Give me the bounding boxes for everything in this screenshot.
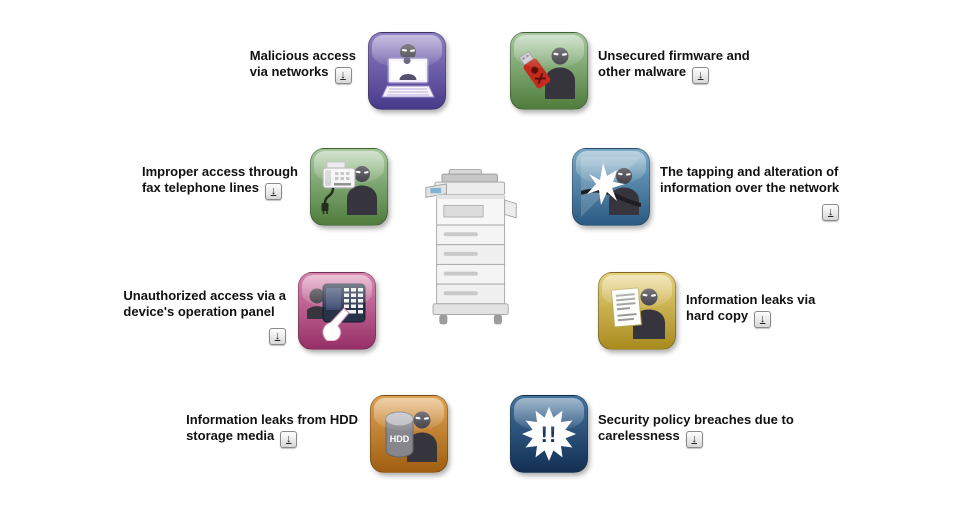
printer-casters	[439, 314, 502, 325]
pointing-hand	[322, 307, 350, 341]
details-arrow-button[interactable]: ↓	[685, 431, 703, 448]
usb-stick	[519, 50, 551, 89]
threat-label-unsecured-firmware: Unsecured firmware and other malware ↓	[598, 48, 750, 84]
details-arrow-button[interactable]: ↓	[754, 311, 772, 328]
threat-label-operation-panel: Unauthorized access via a device's opera…	[123, 288, 286, 345]
cable-tap-icon	[572, 148, 650, 226]
threat-label-line: The tapping and alteration of	[660, 164, 839, 179]
details-arrow-button[interactable]: ↓	[692, 67, 710, 84]
alert-exclamation: !!	[541, 422, 558, 447]
threat-label-carelessness: Security policy breaches due to careless…	[598, 412, 794, 448]
threat-label-hdd: Information leaks from HDD storage media…	[186, 412, 358, 448]
threat-label-line: device's operation panel	[123, 304, 275, 319]
threat-label-line: Malicious access	[249, 48, 356, 63]
hdd-leak-icon: HDD	[370, 395, 448, 473]
threat-label-line: other malware	[598, 64, 687, 79]
usb-malware-icon	[510, 32, 588, 110]
hacker-silhouette	[545, 47, 575, 99]
hdd-label: HDD	[390, 434, 410, 444]
threat-label-line: storage media	[186, 428, 275, 443]
multifunction-printer-illustration	[425, 169, 517, 325]
hacker-silhouette	[347, 166, 377, 215]
hdd-cylinder: HDD	[385, 411, 414, 458]
threat-label-line: carelessness	[598, 428, 680, 443]
threat-label-line: Unauthorized access via a	[123, 288, 286, 303]
printed-document	[610, 287, 642, 328]
alert-starburst	[522, 407, 576, 461]
threat-label-line: fax telephone lines	[141, 180, 259, 195]
details-arrow-button[interactable]: ↓	[265, 183, 282, 200]
tap-spark	[587, 163, 625, 205]
fax-machine	[322, 161, 356, 189]
fax-hacker-icon	[310, 148, 388, 226]
threat-label-malicious-access: Malicious access via networks ↓	[250, 48, 356, 84]
operation-panel-icon	[298, 272, 376, 350]
details-arrow-button[interactable]: ↓	[269, 328, 286, 345]
printer-control-panel	[425, 183, 447, 198]
threat-label-network-tapping: The tapping and alteration of informatio…	[660, 164, 840, 221]
threat-label-line: Improper access through	[141, 164, 298, 179]
multifunction-printer	[422, 166, 530, 336]
hard-copy-leak-icon	[598, 272, 676, 350]
threat-label-line: hard copy	[686, 308, 749, 323]
hacker-silhouette	[407, 411, 437, 462]
details-arrow-button[interactable]: ↓	[280, 431, 298, 448]
threat-label-hard-copy: Information leaks via hard copy ↓	[686, 292, 815, 328]
threat-label-line: Information leaks from HDD	[186, 412, 358, 427]
threat-label-fax-access: Improper access through fax telephone li…	[142, 164, 298, 200]
threat-label-line: Security policy breaches due to	[598, 412, 794, 427]
threat-label-line: Unsecured firmware and	[598, 48, 750, 63]
hacker-computer-icon	[368, 32, 446, 110]
phone-cord	[323, 187, 335, 204]
device-operation-panel	[322, 283, 366, 323]
threat-label-line: via networks	[249, 64, 329, 79]
details-arrow-button[interactable]: ↓	[822, 204, 840, 221]
details-arrow-button[interactable]: ↓	[334, 67, 352, 84]
threat-label-line: information over the network	[660, 180, 840, 195]
threat-label-line: Information leaks via	[686, 292, 816, 307]
phone-plug	[321, 203, 329, 214]
alert-burst-icon: !!	[510, 395, 588, 473]
